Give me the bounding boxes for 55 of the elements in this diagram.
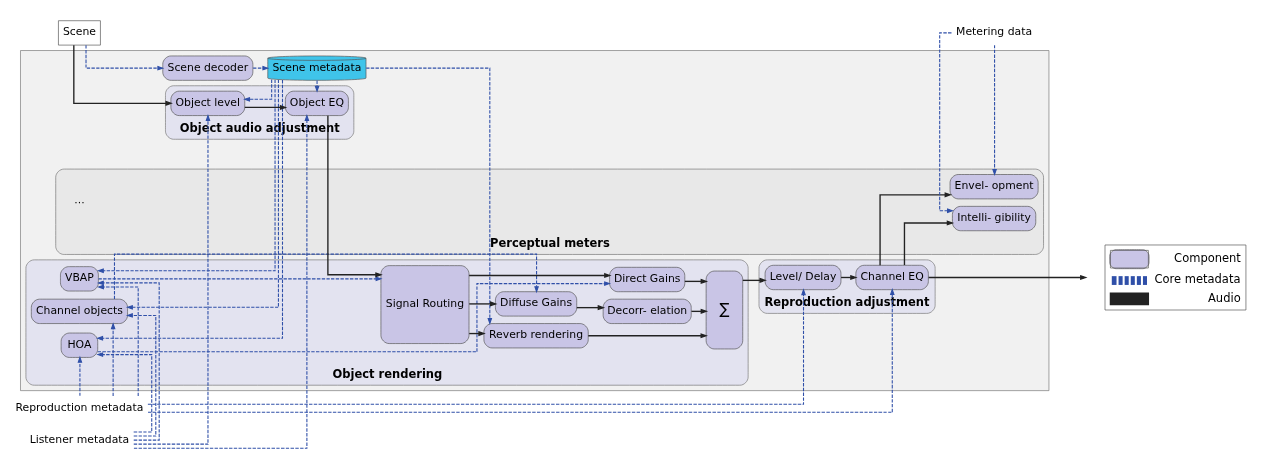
node-text: Listener metadata (29, 432, 130, 446)
arrow (576, 305, 606, 311)
arrow (73, 44, 173, 106)
cluster (20, 50, 1050, 391)
label: ··· (74, 195, 85, 209)
node-box: Channel EQ (855, 264, 929, 291)
arrow (468, 301, 498, 307)
arrow (96, 280, 160, 441)
arrow (252, 65, 270, 71)
arrow (327, 115, 383, 278)
arrow (468, 272, 612, 279)
node-text: Metering data (956, 25, 1033, 39)
node-box: Decorr- elation (602, 298, 692, 324)
node-box: Channel objects (31, 298, 128, 324)
node-box: Signal Routing (380, 265, 470, 344)
arrow (879, 192, 953, 266)
arrow (85, 44, 165, 71)
arrow (97, 284, 139, 397)
node-box: VBAP (60, 266, 99, 292)
arrow (77, 355, 83, 397)
arrow (927, 274, 1088, 281)
arrow (133, 114, 211, 445)
node-box: Intelli- gibility (952, 206, 1037, 232)
node-box: Object EQ (285, 90, 349, 116)
node-box: Envel- opment (949, 174, 1039, 200)
arrow (587, 333, 708, 339)
arrow (96, 79, 284, 341)
arrow (992, 44, 997, 176)
node-box: ∑ (705, 270, 744, 350)
node-box: Object level (170, 90, 246, 116)
arrow (113, 253, 539, 300)
legend-label: Audio (1207, 290, 1241, 305)
arrow (96, 352, 153, 433)
arrow (97, 276, 383, 282)
arrow (243, 79, 273, 102)
arrow (365, 67, 493, 326)
legend-label: Core metadata (1154, 272, 1241, 287)
arrow (125, 313, 157, 437)
arrow (96, 79, 276, 274)
node-box: Scene (58, 20, 101, 46)
arrow (133, 114, 310, 449)
node-box: Reverb rendering (483, 323, 589, 349)
node-box: HOA (60, 332, 99, 358)
node-box: Scene decoder (162, 55, 254, 81)
arrow (110, 322, 116, 397)
arrow (97, 281, 612, 353)
arrow (314, 79, 320, 93)
node-box: Level/ Delay (764, 264, 842, 291)
node-box: Diffuse Gains (495, 291, 578, 317)
node-box: Direct Gains (609, 267, 686, 293)
arrow (244, 104, 288, 111)
arrow (903, 220, 955, 266)
legend-label: Component (1174, 250, 1241, 265)
arrow (125, 79, 279, 310)
node-text: Reproduction metadata (15, 400, 144, 414)
